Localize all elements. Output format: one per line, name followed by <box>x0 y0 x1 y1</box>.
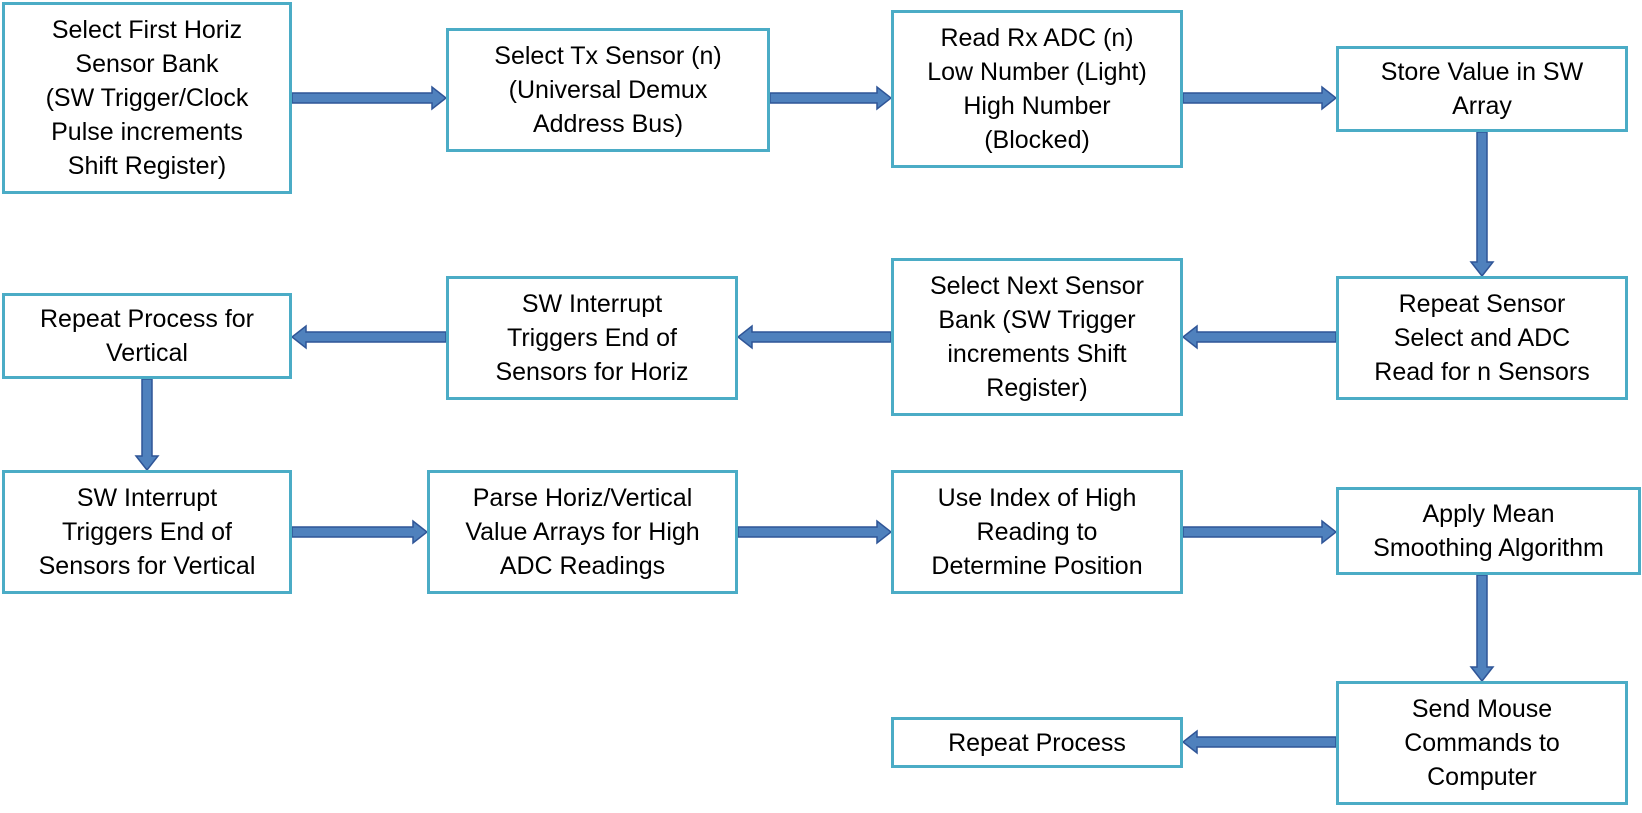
step-repeat-process: Repeat Process <box>891 717 1183 768</box>
arrow-step10-to-step11 <box>737 519 893 545</box>
step-send-mouse-commands: Send Mouse Commands to Computer <box>1336 681 1628 805</box>
arrow-step9-to-step10 <box>291 519 429 545</box>
step-repeat-sensor-select: Repeat Sensor Select and ADC Read for n … <box>1336 276 1628 400</box>
step-select-next-bank: Select Next Sensor Bank (SW Trigger incr… <box>891 258 1183 416</box>
step-parse-arrays: Parse Horiz/Vertical Value Arrays for Hi… <box>427 470 738 594</box>
step-select-first-horiz-bank: Select First Horiz Sensor Bank (SW Trigg… <box>2 2 292 194</box>
arrow-step1-to-step2 <box>291 85 448 111</box>
step-use-index: Use Index of High Reading to Determine P… <box>891 470 1183 594</box>
arrow-step3-to-step4 <box>1182 85 1338 111</box>
step-apply-smoothing: Apply Mean Smoothing Algorithm <box>1336 487 1641 575</box>
arrow-step4-to-step5 <box>1469 131 1495 278</box>
arrow-step5-to-step6 <box>1181 324 1337 350</box>
arrow-step8-to-step9 <box>134 378 160 472</box>
arrow-step13-to-step14 <box>1181 729 1337 755</box>
step-sw-interrupt-horiz: SW Interrupt Triggers End of Sensors for… <box>446 276 738 400</box>
step-select-tx-sensor: Select Tx Sensor (n) (Universal Demux Ad… <box>446 28 770 152</box>
arrow-step2-to-step3 <box>769 85 893 111</box>
arrow-step11-to-step12 <box>1182 519 1338 545</box>
step-read-rx-adc: Read Rx ADC (n) Low Number (Light) High … <box>891 10 1183 168</box>
step-sw-interrupt-vertical: SW Interrupt Triggers End of Sensors for… <box>2 470 292 594</box>
step-repeat-vertical: Repeat Process for Vertical <box>2 293 292 379</box>
step-store-value: Store Value in SW Array <box>1336 46 1628 132</box>
arrow-step12-to-step13 <box>1469 574 1495 683</box>
arrow-step7-to-step8 <box>290 324 447 350</box>
arrow-step6-to-step7 <box>736 324 892 350</box>
